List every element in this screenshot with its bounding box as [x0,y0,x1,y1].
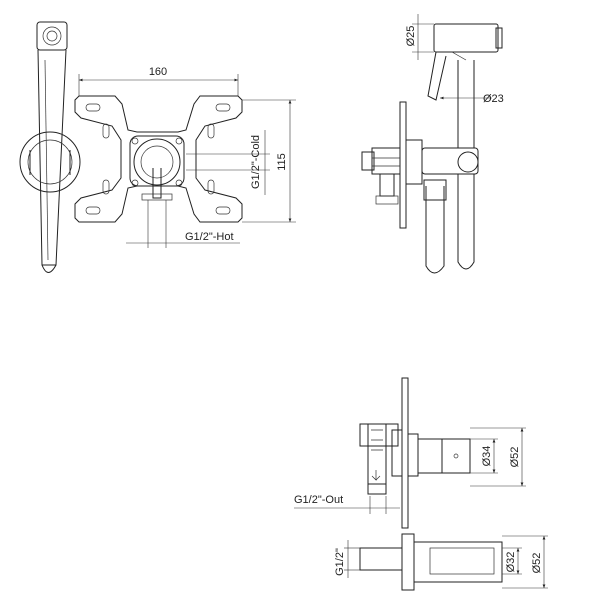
dimension-160: 160 [78,66,239,96]
label-dia23: Ø23 [483,93,504,105]
label-dia52-a: Ø52 [509,447,521,468]
dimension-hot: G1/2"-Hot [126,200,240,248]
label-outlet: G1/2"-Out [294,494,343,506]
dimension-115: 115 [242,99,296,223]
dimension-label-160: 160 [149,66,167,78]
dimension-dia23: Ø23 [440,93,504,105]
mounting-bracket [74,95,243,223]
label-cold-inlet: G1/2"-Cold [250,135,262,189]
label-port: G1/2" [334,548,346,576]
dimension-dia25: Ø25 [405,14,434,60]
wall-holder-front [19,131,81,193]
label-hot-inlet: G1/2"-Hot [185,231,234,243]
dimension-cold: G1/2"-Cold [186,130,270,195]
label-dia52-b: Ø52 [531,553,543,574]
label-dia34: Ø34 [481,446,493,467]
front-view: 160 115 G1/2"-Cold G1/2"-Hot [19,21,296,273]
dimension-label-115: 115 [276,153,288,171]
label-dia32: Ø32 [505,552,517,573]
section-view: Ø34 Ø52 G1/2"-Out [294,377,526,529]
bottom-view: G1/2" Ø32 Ø52 [334,533,548,591]
label-dia25: Ø25 [405,26,417,47]
side-view: Ø25 Ø23 [361,14,504,274]
hand-shower-front [36,21,68,273]
